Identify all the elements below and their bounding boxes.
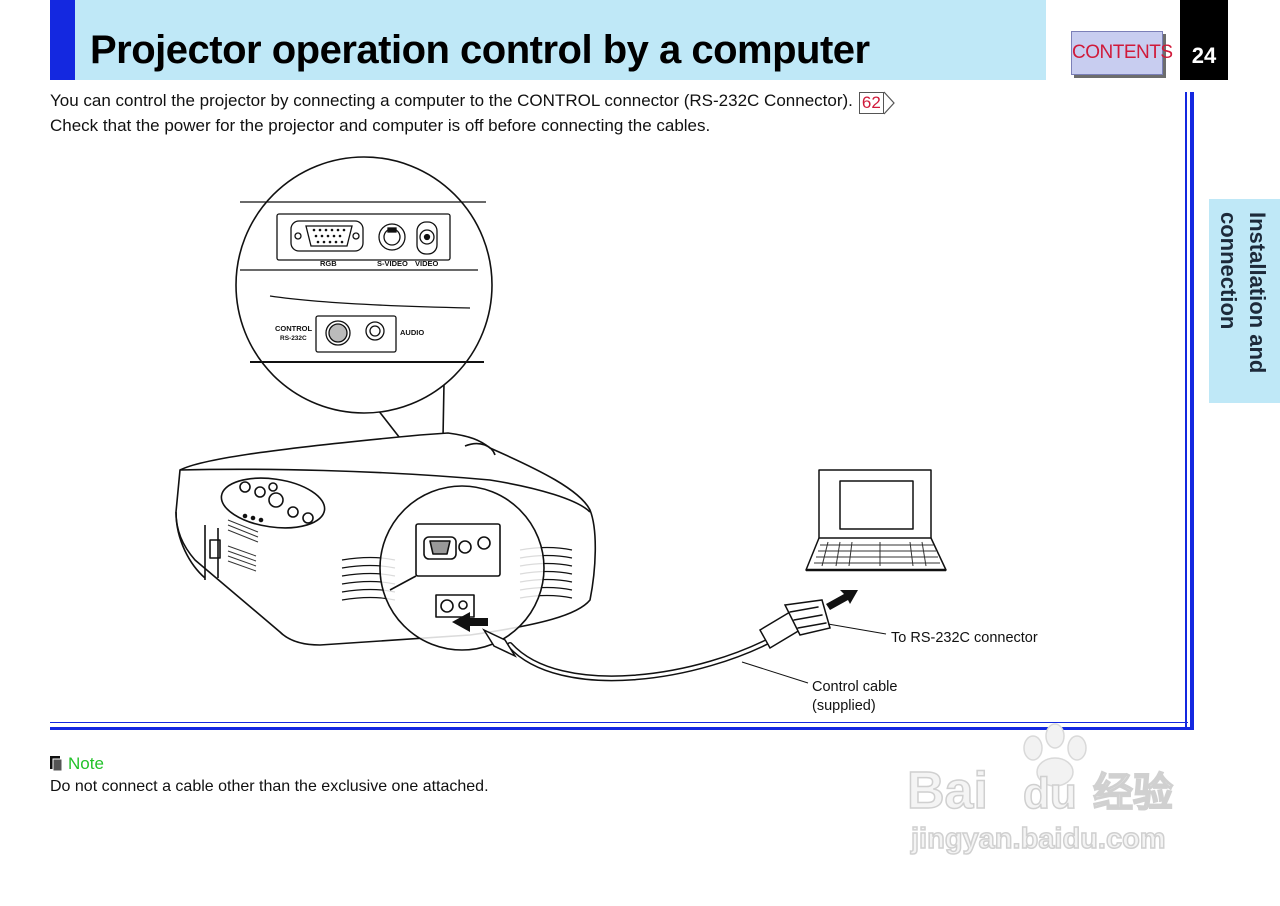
note-heading: Note — [50, 754, 104, 774]
section-tab[interactable] — [1209, 199, 1280, 403]
intro-text: You can control the projector by connect… — [50, 89, 895, 137]
callout-connector: To RS-232C connector — [891, 630, 1038, 646]
label-rgb: RGB — [320, 259, 337, 268]
label-audio: AUDIO — [400, 328, 424, 337]
right-rule-thick — [1190, 92, 1194, 730]
watermark-cn: 经验 — [1093, 770, 1173, 816]
watermark-url: jingyan.baidu.com — [910, 823, 1166, 855]
title-bar — [50, 0, 1046, 80]
control-cable — [482, 599, 831, 682]
label-control: CONTROL — [275, 324, 312, 333]
zoomed-connector-panel — [240, 201, 486, 363]
bottom-rule-thick — [50, 727, 1194, 730]
label-rs232c: RS-232C — [280, 335, 307, 342]
laptop-illustration — [805, 469, 947, 572]
label-video: VIDEO — [415, 259, 439, 268]
note-text: Do not connect a cable other than the ex… — [50, 778, 489, 795]
page-number: 24 — [1180, 0, 1228, 80]
bottom-rule-thin — [50, 722, 1188, 723]
callout-cable-line2: (supplied) — [812, 698, 876, 714]
watermark-brand2: du — [1023, 769, 1077, 818]
label-svideo: S-VIDEO — [377, 259, 408, 268]
intro-line-2: Check that the power for the projector a… — [50, 116, 711, 135]
chevron-right-icon — [883, 91, 895, 115]
page-title: Projector operation control by a compute… — [90, 28, 870, 72]
section-tab-label[interactable]: Installation and connection — [1216, 212, 1270, 374]
note-icon — [50, 756, 63, 772]
right-rule-thin — [1185, 92, 1187, 728]
projector-illustration — [175, 432, 597, 651]
intro-line-1: You can control the projector by connect… — [50, 89, 895, 115]
zoom-circle — [235, 156, 493, 414]
arrows — [452, 590, 858, 632]
leader-lines — [741, 623, 887, 684]
page-ref-link[interactable]: 62 — [858, 91, 895, 115]
callout-cable-line1: Control cable — [812, 679, 897, 695]
intro-line-1-text: You can control the projector by connect… — [50, 91, 853, 110]
watermark-brand: Bai — [907, 762, 988, 820]
baidu-watermark: Bai du 经验 jingyan.baidu.com — [906, 723, 1174, 856]
contents-button[interactable]: CONTENTS — [1071, 31, 1173, 75]
title-accent-stripe — [50, 0, 75, 80]
note-heading-text: Note — [68, 754, 104, 773]
page-ref-number: 62 — [861, 93, 881, 112]
paw-icon — [1023, 723, 1087, 787]
